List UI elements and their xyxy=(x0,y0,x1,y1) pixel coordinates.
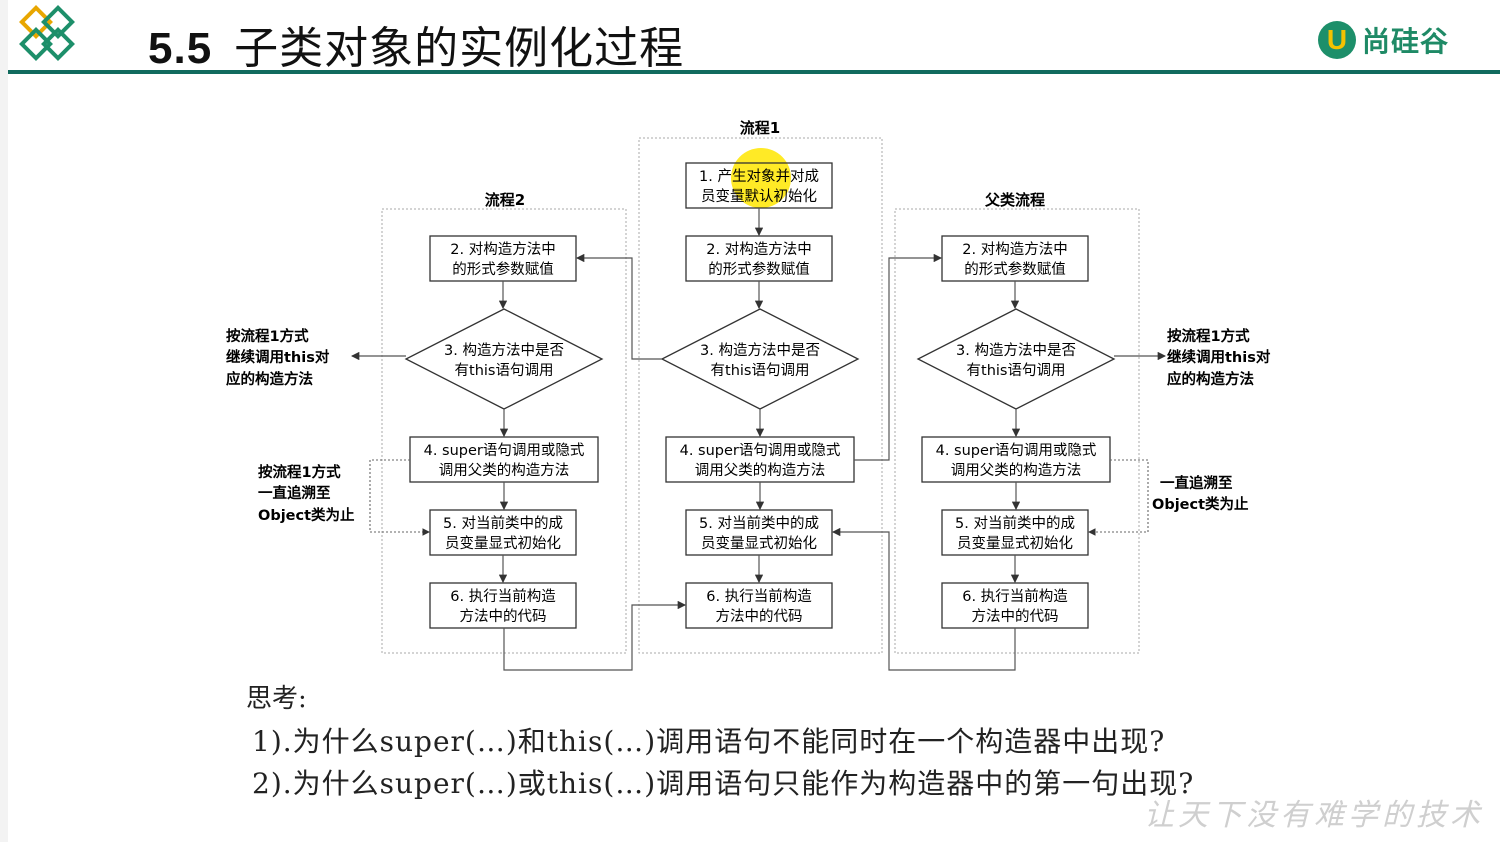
flow2-object-loop xyxy=(369,459,430,536)
parent-step5-line1: 5. 对当前类中的成 xyxy=(955,515,1075,532)
right-this-note-3: 应的构造方法 xyxy=(1167,370,1254,388)
title-text: 子类对象的实例化过程 xyxy=(234,23,685,74)
flow1-step6-line1: 6. 执行当前构造 xyxy=(706,588,812,605)
flow1-step2-line1: 2. 对构造方法中 xyxy=(706,241,811,258)
flow1-step3-diamond xyxy=(660,308,860,410)
left-object-note-1: 按流程1方式 xyxy=(258,463,341,481)
left-object-note-2: 一直追溯至 xyxy=(258,484,331,502)
flow2-step2-line1: 2. 对构造方法中 xyxy=(450,241,555,258)
parent-step5-line2: 员变量显式初始化 xyxy=(957,535,1073,552)
corner-diamond-icon xyxy=(19,5,75,61)
flow1-step3-line2: 有this语句调用 xyxy=(711,362,810,379)
brand-logo: U 尚硅谷 xyxy=(1318,18,1449,62)
flow1-step2-line2: 的形式参数赋值 xyxy=(708,261,810,278)
flow2-return-arrow xyxy=(503,600,687,671)
left-object-note-3: Object类为止 xyxy=(258,506,355,524)
flow2-step5-line2: 员变量显式初始化 xyxy=(445,535,561,552)
flow1-to-parent-arrow xyxy=(854,253,943,461)
flow1-step4-line2: 调用父类的构造方法 xyxy=(695,462,826,479)
flow2-step3-line1: 3. 构造方法中是否 xyxy=(444,342,564,359)
parent-step4-line1: 4. super语句调用或隐式 xyxy=(936,442,1097,459)
parent-step4-line2: 调用父类的构造方法 xyxy=(951,462,1082,479)
flow2-step3-line2: 有this语句调用 xyxy=(455,362,554,379)
flow2-step5-line1: 5. 对当前类中的成 xyxy=(443,515,563,532)
flow2-title: 流程2 xyxy=(485,191,525,209)
flow2-step6-line2: 方法中的代码 xyxy=(460,608,547,625)
parent-flow-title: 父类流程 xyxy=(984,191,1045,209)
flow1-step1-line2: 员变量默认初始化 xyxy=(701,188,817,205)
flow1-step4-line1: 4. super语句调用或隐式 xyxy=(680,442,841,459)
section-number: 5.5 xyxy=(148,24,213,73)
slogan-watermark: 让天下没有难学的技术 xyxy=(1144,798,1484,833)
flow1-frame xyxy=(638,137,883,654)
parent-step3-line2: 有this语句调用 xyxy=(967,362,1066,379)
parent-object-loop xyxy=(1088,459,1149,536)
page-title: 5.5 子类对象的实例化过程 xyxy=(148,12,684,76)
parent-return-arrow xyxy=(831,527,1016,671)
parent-step6-line1: 6. 执行当前构造 xyxy=(962,588,1068,605)
flow2-step4-line2: 调用父类的构造方法 xyxy=(439,462,570,479)
flow2-step3-diamond xyxy=(404,308,604,410)
thinking-question-2: 2).为什么super(…)或this(…)调用语句只能作为构造器中的第一句出现… xyxy=(252,767,1195,800)
flow1-step5-line2: 员变量显式初始化 xyxy=(701,535,817,552)
left-this-note-2: 继续调用this对 xyxy=(226,348,330,366)
flow1-step1-line1: 1. 产生对象并对成 xyxy=(699,168,819,185)
right-this-note-1: 按流程1方式 xyxy=(1167,327,1250,345)
parent-flow-frame xyxy=(894,208,1140,654)
title-divider xyxy=(8,70,1500,74)
parent-step6-line2: 方法中的代码 xyxy=(972,608,1059,625)
flow2-step6-line1: 6. 执行当前构造 xyxy=(450,588,556,605)
left-this-note-1: 按流程1方式 xyxy=(226,327,309,345)
brand-badge-icon: U xyxy=(1318,21,1356,59)
thinking-question-1: 1).为什么super(…)和this(…)调用语句不能同时在一个构造器中出现? xyxy=(252,725,1166,758)
flow1-title: 流程1 xyxy=(740,119,780,137)
flow1-step3-line1: 3. 构造方法中是否 xyxy=(700,342,820,359)
flow1-step6-line2: 方法中的代码 xyxy=(716,608,803,625)
parent-step2-line2: 的形式参数赋值 xyxy=(964,261,1066,278)
flow2-step2-line2: 的形式参数赋值 xyxy=(452,261,554,278)
right-this-note-2: 继续调用this对 xyxy=(1167,348,1271,366)
thinking-label: 思考: xyxy=(246,684,307,714)
parent-step2-line1: 2. 对构造方法中 xyxy=(962,241,1067,258)
flow2-step4-line1: 4. super语句调用或隐式 xyxy=(424,442,585,459)
slide xyxy=(8,0,1500,842)
brand-name: 尚硅谷 xyxy=(1362,25,1450,58)
right-object-note-1: 一直追溯至 xyxy=(1160,474,1233,492)
parent-step3-diamond xyxy=(916,308,1116,410)
flow1-step5-line1: 5. 对当前类中的成 xyxy=(699,515,819,532)
flow1-to-flow2-arrow xyxy=(575,253,662,360)
right-object-note-2: Object类为止 xyxy=(1152,495,1249,513)
parent-step3-line1: 3. 构造方法中是否 xyxy=(956,342,1076,359)
left-this-note-3: 应的构造方法 xyxy=(226,370,313,388)
flow-diagram: 流程2 流程1 父类流程 1. 产生对象并对成 员变量默认初始化 2. 对构造方… xyxy=(226,119,1271,671)
